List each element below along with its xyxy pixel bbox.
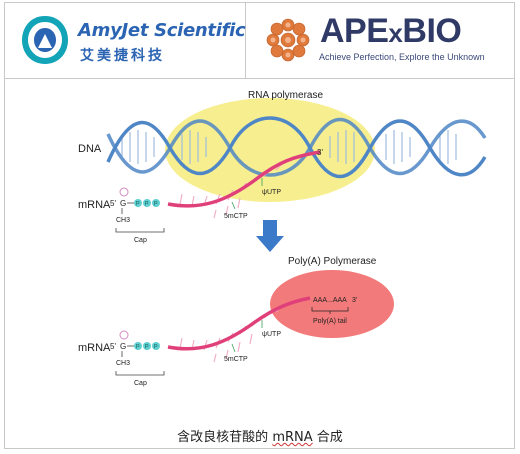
top-cap-bracket xyxy=(115,228,165,233)
bottom-mrna-label: mRNA xyxy=(78,342,111,354)
bottom-cap-label: Cap xyxy=(134,380,147,387)
bottom-cap-mark-icon xyxy=(119,330,129,340)
header-divider xyxy=(4,78,515,79)
bottom-smctp-label: 5mCTP xyxy=(224,356,248,363)
poly-a-polymerase-blob xyxy=(270,270,394,338)
top-five-prime: 5' xyxy=(110,199,116,208)
apexbio-name-suffix: BIO xyxy=(402,12,462,50)
figure-caption: 含改良核苷酸的 mRNA 合成 xyxy=(0,426,520,445)
apexbio-flower-icon xyxy=(266,18,310,62)
bottom-phosphate-3: P xyxy=(154,345,158,351)
bottom-cap-g: G xyxy=(120,342,126,351)
dna-helix xyxy=(106,116,487,179)
bottom-five-prime: 5' xyxy=(110,342,116,351)
apexbio-tagline: Achieve Perfection, Explore the Unknown xyxy=(319,52,485,62)
logo-divider xyxy=(245,2,246,79)
caption-prefix: 含改良核苷酸的 xyxy=(177,430,269,445)
bottom-ch3: CH3 xyxy=(116,360,130,367)
poly-a-polymerase-label: Poly(A) Polymerase xyxy=(288,256,377,267)
amyjet-chinese-name: 艾美捷科技 xyxy=(80,48,165,64)
caption-suffix: 合成 xyxy=(316,430,343,445)
rna-polymerase-label: RNA polymerase xyxy=(248,90,323,101)
dna-label: DNA xyxy=(78,143,102,155)
apexbio-logo: APExBIO Achieve Perfection, Explore the … xyxy=(262,10,507,70)
amyjet-logo: AmyJet Scientific 艾美捷科技 xyxy=(20,12,246,68)
apexbio-name-prefix: APE xyxy=(320,12,389,50)
top-mrna-label: mRNA xyxy=(78,199,111,211)
top-cap-label: Cap xyxy=(134,237,147,244)
caption-mrna: mRNA xyxy=(272,430,313,445)
top-cap-mark-icon xyxy=(119,187,129,197)
top-three-prime: 3' xyxy=(317,148,323,157)
bottom-cap-bracket xyxy=(115,371,165,376)
figure-frame xyxy=(4,2,515,449)
amyjet-emblem-icon xyxy=(22,16,68,64)
top-phosphate-2: P xyxy=(145,202,149,208)
top-ch3: CH3 xyxy=(116,217,130,224)
top-phosphate-3: P xyxy=(154,202,158,208)
bottom-psi-utp-label: ψUTP xyxy=(262,331,281,338)
bottom-phosphate-1: P xyxy=(136,345,140,351)
mrna-strand-top xyxy=(167,150,321,219)
top-triphosphate: P P P xyxy=(134,199,160,208)
bottom-phosphate-2: P xyxy=(145,345,149,351)
top-phosphate-1: P xyxy=(136,202,140,208)
poly-a-tail-label: Poly(A) tail xyxy=(313,318,347,325)
top-cap-g: G xyxy=(120,199,126,208)
down-arrow-icon xyxy=(256,220,284,252)
poly-a-sequence: AAA...AAA xyxy=(313,297,347,304)
apexbio-name: APExBIO xyxy=(320,12,462,51)
top-smctp-label: 5mCTP xyxy=(224,213,248,220)
apexbio-name-x: x xyxy=(388,18,403,48)
bottom-three-prime: 3' xyxy=(352,297,357,304)
rna-polymerase-blob xyxy=(165,98,375,202)
mrna-synthesis-diagram: RNA polymerase DNA 3' mRNA 5' G xyxy=(78,90,487,387)
bottom-triphosphate: P P P xyxy=(134,342,160,351)
amyjet-name: AmyJet Scientific xyxy=(78,20,246,41)
mrna-strand-bottom xyxy=(167,296,311,363)
top-psi-utp-label: ψUTP xyxy=(262,189,281,196)
